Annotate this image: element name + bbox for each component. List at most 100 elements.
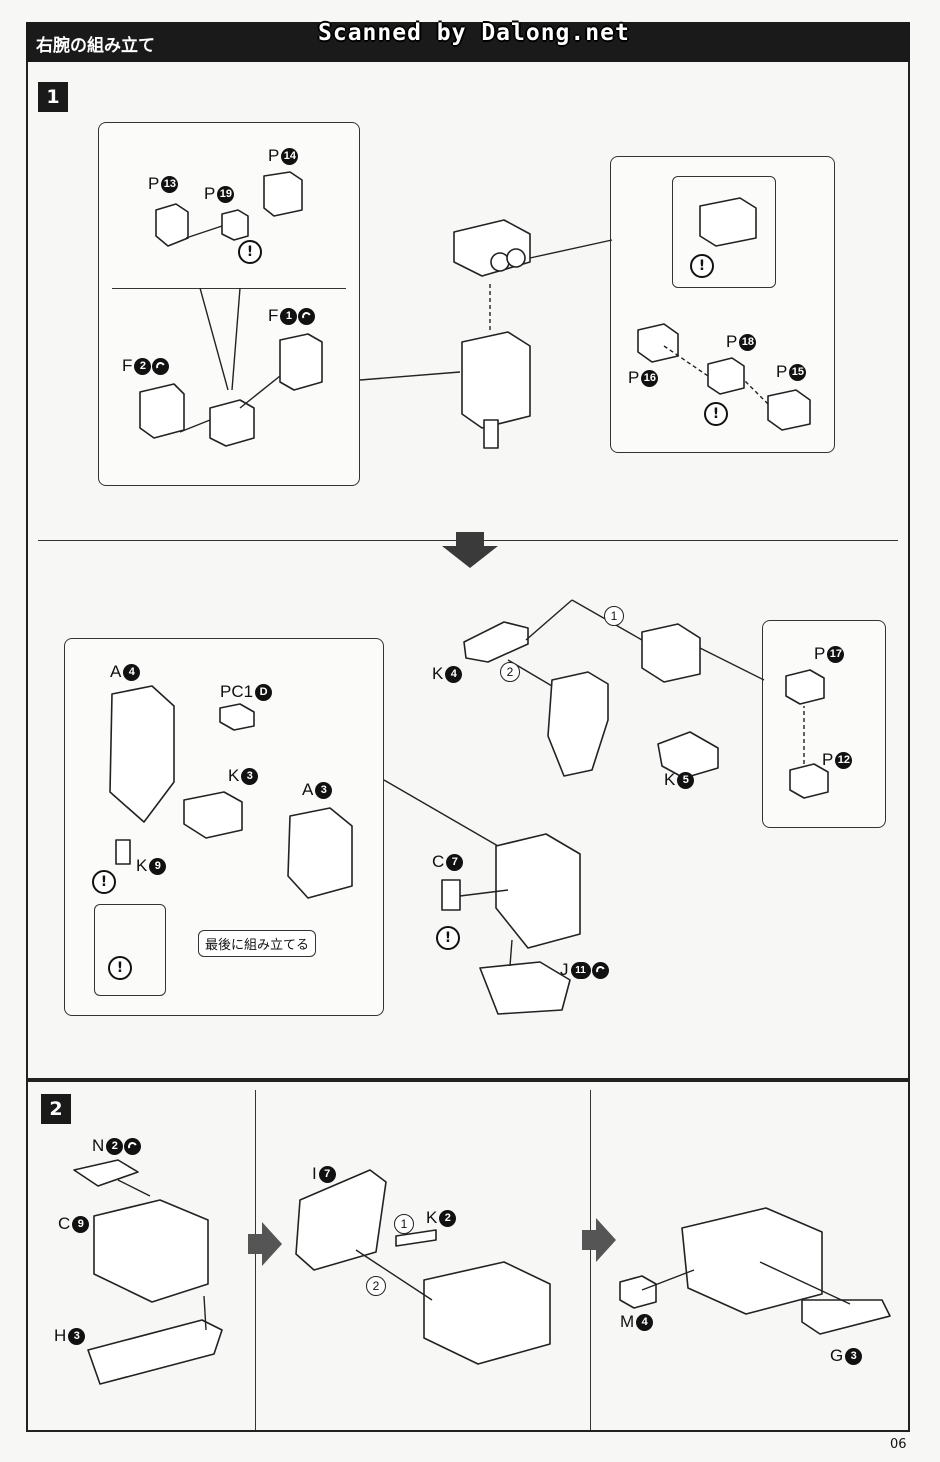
part-arm-block-3 [681, 1207, 823, 1315]
part-a4 [109, 685, 175, 823]
part-f1 [279, 333, 323, 391]
part-pc1d [219, 703, 255, 731]
part-c7 [441, 879, 461, 911]
part-m4 [619, 1275, 657, 1309]
section-title: 右腕の組み立て [36, 36, 155, 56]
warning-icon: ! [92, 870, 116, 894]
detail-box-k9-closeup [94, 904, 166, 996]
part-p17 [785, 669, 825, 705]
warning-icon: ! [436, 926, 460, 950]
part-number-badge: 3 [241, 768, 259, 786]
page-number: 06 [890, 1437, 907, 1452]
order-1-marker: 1 [604, 606, 624, 626]
part-arm-block-2 [423, 1261, 551, 1365]
warning-icon: ! [690, 254, 714, 278]
part-k4 [463, 621, 529, 663]
part-number-badge: 19 [217, 186, 235, 204]
part-elbow [547, 671, 609, 777]
sprue-cut-icon [152, 358, 170, 376]
warning-icon: ! [108, 956, 132, 980]
part-k5 [657, 731, 719, 779]
part-a3 [287, 807, 353, 899]
part-number-badge: 9 [149, 858, 167, 876]
part-number-badge: 11 [570, 962, 591, 980]
part-number-badge: 9 [72, 1216, 90, 1234]
detail-box-shoulder-divider [112, 288, 346, 289]
sprue-cut-icon [124, 1138, 142, 1156]
order-1-marker: 1 [394, 1214, 414, 1234]
part-k9 [115, 839, 131, 865]
part-h3 [87, 1319, 223, 1385]
part-number-badge: 18 [739, 334, 757, 352]
part-number-badge: 3 [68, 1328, 86, 1346]
warning-icon: ! [238, 240, 262, 264]
warning-icon: ! [704, 402, 728, 426]
part-number-badge: D [255, 684, 273, 702]
part-number-badge: 16 [641, 370, 659, 388]
part-number-badge: 13 [161, 176, 179, 194]
part-p12 [789, 763, 829, 799]
part-i7 [295, 1169, 387, 1271]
part-c9 [93, 1199, 209, 1303]
part-number-badge: 15 [789, 364, 807, 382]
part-number-badge: 12 [835, 752, 853, 770]
assemble-last-note: 最後に組み立てる [198, 930, 317, 957]
part-forearm [495, 833, 581, 949]
part-number-badge: 14 [281, 148, 299, 166]
scan-watermark: Scanned by Dalong.net [318, 20, 630, 46]
part-number-badge: 4 [445, 666, 463, 684]
part-p13 [155, 203, 189, 247]
part-number-badge: 3 [315, 782, 333, 800]
part-k2 [395, 1229, 437, 1247]
part-inner-joint [699, 197, 757, 247]
part-p16-block [637, 323, 679, 363]
part-p19 [221, 209, 249, 241]
part-upper-arm [461, 331, 531, 429]
part-f2 [139, 383, 185, 439]
part-k3 [183, 791, 243, 839]
part-number-badge: 3 [845, 1348, 863, 1366]
part-number-badge: 2 [134, 358, 152, 376]
step1-frame [26, 62, 910, 1080]
part-number-badge: 1 [280, 308, 298, 326]
arrow-right-icon [582, 1218, 616, 1262]
step-number-2: 2 [41, 1094, 71, 1124]
part-p15-block [767, 389, 811, 431]
part-shoulder-joint [209, 399, 255, 447]
part-elbow-block [641, 623, 701, 683]
part-number-badge: 4 [636, 1314, 654, 1332]
step-number-1: 1 [38, 82, 68, 112]
sprue-cut-icon [591, 962, 609, 980]
order-2-marker: 2 [366, 1276, 386, 1296]
part-p18-block [707, 357, 745, 395]
part-number-badge: 4 [123, 664, 141, 682]
arrow-right-icon [248, 1222, 282, 1266]
arrow-down-icon [442, 532, 498, 568]
part-g3 [801, 1299, 891, 1335]
part-number-badge: 2 [439, 1210, 457, 1228]
